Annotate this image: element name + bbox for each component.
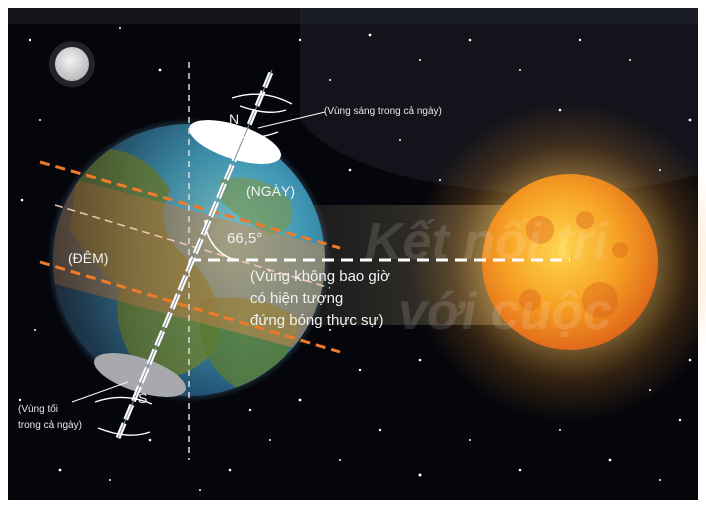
- earth-axis-core: [117, 69, 273, 439]
- moon: [55, 47, 89, 81]
- watermark-line-1: Kết nối tri: [365, 213, 608, 271]
- night-label: (ĐÊM): [68, 250, 109, 266]
- day-label: (NGÀY): [246, 183, 295, 199]
- equator-line: [54, 204, 331, 289]
- south-polar-cap: [94, 353, 186, 397]
- angle-label: 66,5°: [227, 230, 263, 247]
- top-band: [8, 8, 698, 24]
- zone-note-line-1: (Vùng không bao giờ: [250, 268, 390, 285]
- zone-note-line-2: có hiện tượng: [250, 290, 344, 307]
- south-label: S: [138, 390, 148, 406]
- sun-texture: [519, 211, 628, 318]
- zone-note-line-3: đứng bóng thực sự): [250, 312, 384, 329]
- north-label: N: [229, 111, 240, 127]
- leader-line-north: [257, 111, 326, 129]
- star-field: [18, 27, 701, 491]
- north-polar-cap: [189, 120, 281, 164]
- polar-day-note: (Vùng sáng trong cả ngày): [324, 106, 442, 117]
- sun: [482, 174, 658, 350]
- leader-line-south: [71, 381, 129, 403]
- watermark-line-2: với cuộc: [398, 283, 613, 341]
- polar-night-note-line-1: (Vùng tối: [18, 404, 59, 415]
- tropic-capricorn-line: [39, 260, 341, 354]
- south-rotation-arrow: [94, 396, 153, 405]
- tropic-cancer-line: [39, 160, 341, 250]
- polar-night-note-line-2: trong cả ngày): [18, 420, 82, 431]
- north-rotation-arrow: [231, 93, 293, 105]
